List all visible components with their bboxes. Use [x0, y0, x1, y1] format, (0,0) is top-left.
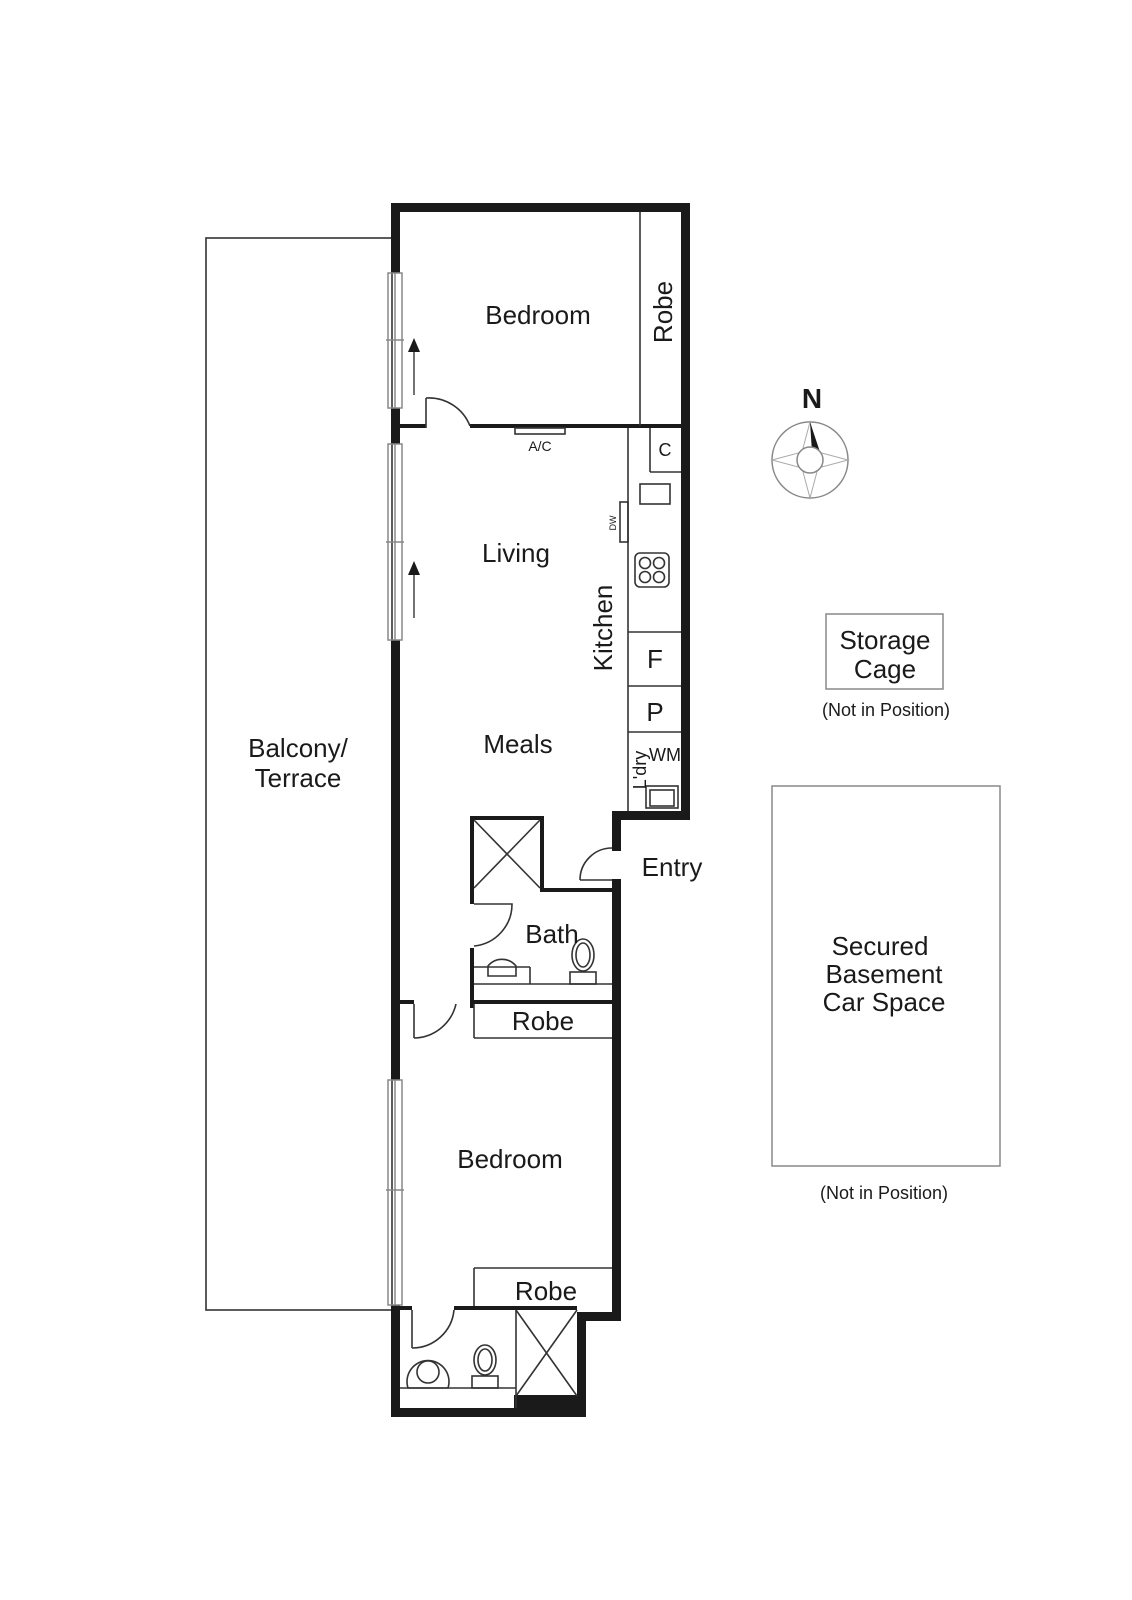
- bedroom-top-label: Bedroom: [485, 300, 591, 330]
- windows: [386, 272, 404, 1306]
- carspace-label-line3: Car Space: [823, 987, 946, 1017]
- cupboard-label: C: [659, 440, 672, 460]
- interior-walls: [400, 212, 690, 1408]
- storage-note: (Not in Position): [822, 700, 950, 720]
- balcony-label-line2: Terrace: [255, 763, 342, 793]
- washing-machine-label: WM: [649, 745, 681, 765]
- bedroom-bottom-label: Bedroom: [457, 1144, 563, 1174]
- storage-cage-box: [825, 613, 944, 690]
- compass-north-label: N: [802, 383, 822, 414]
- robe-bottom-label: Robe: [515, 1276, 577, 1306]
- robe-top-label: Robe: [648, 281, 678, 343]
- carspace-note: (Not in Position): [820, 1183, 948, 1203]
- fridge-label: F: [647, 644, 663, 674]
- robe-mid-label: Robe: [512, 1006, 574, 1036]
- laundry-label: L'dry: [630, 751, 650, 789]
- sliding-door-arrows: [408, 338, 420, 618]
- bath-label: Bath: [525, 919, 579, 949]
- kitchen-label: Kitchen: [588, 585, 618, 672]
- ac-label: A/C: [528, 438, 551, 454]
- carspace-label-line2: Basement: [825, 959, 943, 989]
- living-label: Living: [482, 538, 550, 568]
- meals-label: Meals: [483, 729, 552, 759]
- car-space-box: [771, 785, 1001, 1167]
- compass: [770, 420, 850, 500]
- balcony-label-line1: Balcony/: [248, 733, 348, 763]
- dishwasher-label: DW: [608, 515, 618, 530]
- carspace-label-line1: Secured: [832, 931, 929, 961]
- pantry-label: P: [646, 697, 663, 727]
- entry-label: Entry: [642, 852, 703, 882]
- storage-label-line2: Cage: [854, 654, 916, 684]
- exterior-walls: [391, 203, 690, 1417]
- storage-label-line1: Storage: [839, 625, 930, 655]
